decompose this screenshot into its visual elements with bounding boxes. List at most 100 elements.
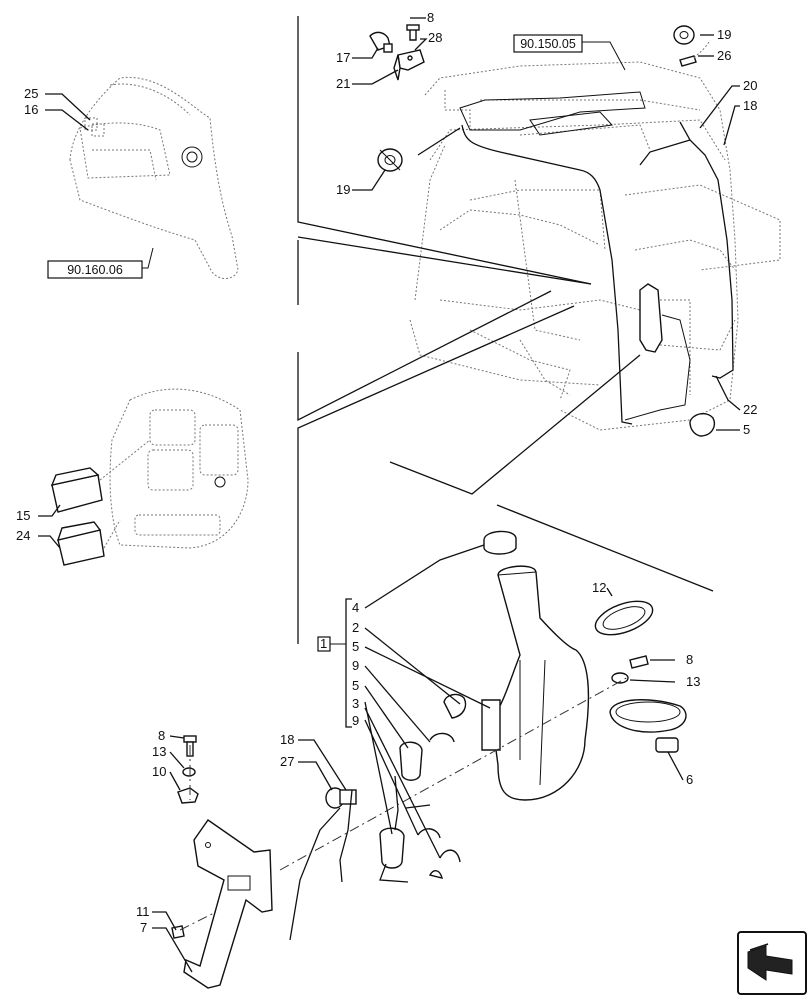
callout-21: 21 [336, 76, 350, 91]
clip-5-right [689, 412, 716, 437]
alignment-line [179, 911, 217, 931]
leader-line [297, 305, 575, 644]
next-page-arrow-icon[interactable] [737, 931, 807, 995]
callout-25: 25 [24, 86, 38, 101]
callout-24: 24 [16, 528, 30, 543]
leader-line [364, 707, 441, 859]
leader-line [45, 93, 91, 121]
reference-cab-frame-text: 90.150.05 [520, 37, 576, 51]
leader-line [297, 290, 552, 422]
leader-line [364, 665, 431, 743]
grommet-19-left [377, 148, 403, 172]
hose-18 [289, 789, 353, 941]
callout-11: 11 [136, 904, 150, 919]
leader-line [667, 751, 684, 781]
callout-10: 10 [152, 764, 166, 779]
switch-panel-drawing [109, 388, 249, 549]
leader-line [715, 375, 741, 411]
leader-line [297, 16, 592, 285]
reference-console-text: 90.160.06 [67, 263, 123, 277]
leader-line [38, 504, 61, 517]
bracket-7 [183, 819, 273, 989]
callout-12: 12 [592, 580, 606, 595]
leader-line [364, 627, 461, 705]
leader-line [352, 69, 399, 85]
leader-line [297, 236, 592, 305]
callout-19: 19 [336, 182, 350, 197]
alignment-line [279, 675, 631, 871]
leader-line [352, 169, 386, 191]
leader-line [496, 504, 714, 592]
rocker-switch-15 [50, 467, 103, 513]
callout-19: 19 [717, 27, 731, 42]
nut-10 [177, 787, 199, 804]
kit-item: 5 [352, 678, 359, 693]
callout-22: 22 [743, 402, 757, 417]
callout-15: 15 [16, 508, 30, 523]
nozzle-17 [369, 31, 393, 53]
leader-line [169, 751, 185, 769]
callout-8: 8 [427, 10, 434, 25]
leader-line [606, 587, 613, 597]
callout-17: 17 [336, 50, 350, 65]
leader-line [298, 761, 333, 791]
callout-18: 18 [743, 98, 757, 113]
leader-line [364, 719, 419, 836]
callout-6: 6 [686, 772, 693, 787]
grommet-27 [325, 787, 357, 809]
pump-5 [399, 741, 423, 781]
leader-line [364, 701, 393, 835]
washer-13-left [182, 767, 196, 777]
nut-11 [171, 925, 185, 939]
callout-20: 20 [743, 78, 757, 93]
leader-line [699, 85, 740, 129]
leader-line [389, 354, 641, 495]
leader-line [364, 646, 491, 709]
bolt-8-top [406, 24, 420, 41]
bolt-8-right [629, 655, 649, 669]
callout-5: 5 [743, 422, 750, 437]
leader-line [169, 735, 185, 739]
callout-8: 8 [686, 652, 693, 667]
tractor-cab-drawing [409, 61, 781, 431]
hose-clamp-9 [443, 693, 467, 719]
leader-line [723, 105, 740, 146]
bracket-28 [393, 49, 425, 81]
kit-item: 4 [352, 600, 359, 615]
kit-list: 1 4 2 5 9 5 3 9 [320, 600, 359, 728]
leader-line [364, 685, 409, 749]
kit-item: 2 [352, 620, 359, 635]
washer-13-right [611, 672, 629, 684]
leader-line [629, 679, 676, 683]
rocker-switch-24 [56, 521, 105, 566]
leader-line [352, 47, 379, 59]
side-console-drawing [69, 76, 239, 279]
callout-27: 27 [280, 754, 294, 769]
kit-bracket [317, 598, 352, 728]
kit-item: 5 [352, 639, 359, 654]
callout-26: 26 [717, 48, 731, 63]
reference-cab-frame[interactable]: 90.150.05 [513, 34, 626, 71]
callout-28: 28 [428, 30, 442, 45]
callout-13: 13 [152, 744, 166, 759]
callout-16: 16 [24, 102, 38, 117]
clips-9 [417, 732, 461, 879]
sealing-ring-12 [594, 600, 654, 636]
kit-item: 9 [352, 713, 359, 728]
callout-18: 18 [280, 732, 294, 747]
kit-box-label: 1 [320, 636, 327, 651]
callout-13: 13 [686, 674, 700, 689]
washer-reservoir [481, 565, 590, 801]
leader-line [364, 544, 485, 609]
leader-line [45, 109, 89, 131]
leader-line [152, 927, 193, 973]
leader-line [169, 771, 181, 791]
pump-3 [379, 827, 405, 869]
reservoir-cap [483, 530, 517, 555]
reference-console[interactable]: 90.160.06 [47, 247, 154, 279]
callout-8: 8 [158, 728, 165, 743]
strap-clamp-6 [609, 699, 687, 753]
leader-line [298, 739, 347, 791]
leader-line [152, 911, 177, 931]
